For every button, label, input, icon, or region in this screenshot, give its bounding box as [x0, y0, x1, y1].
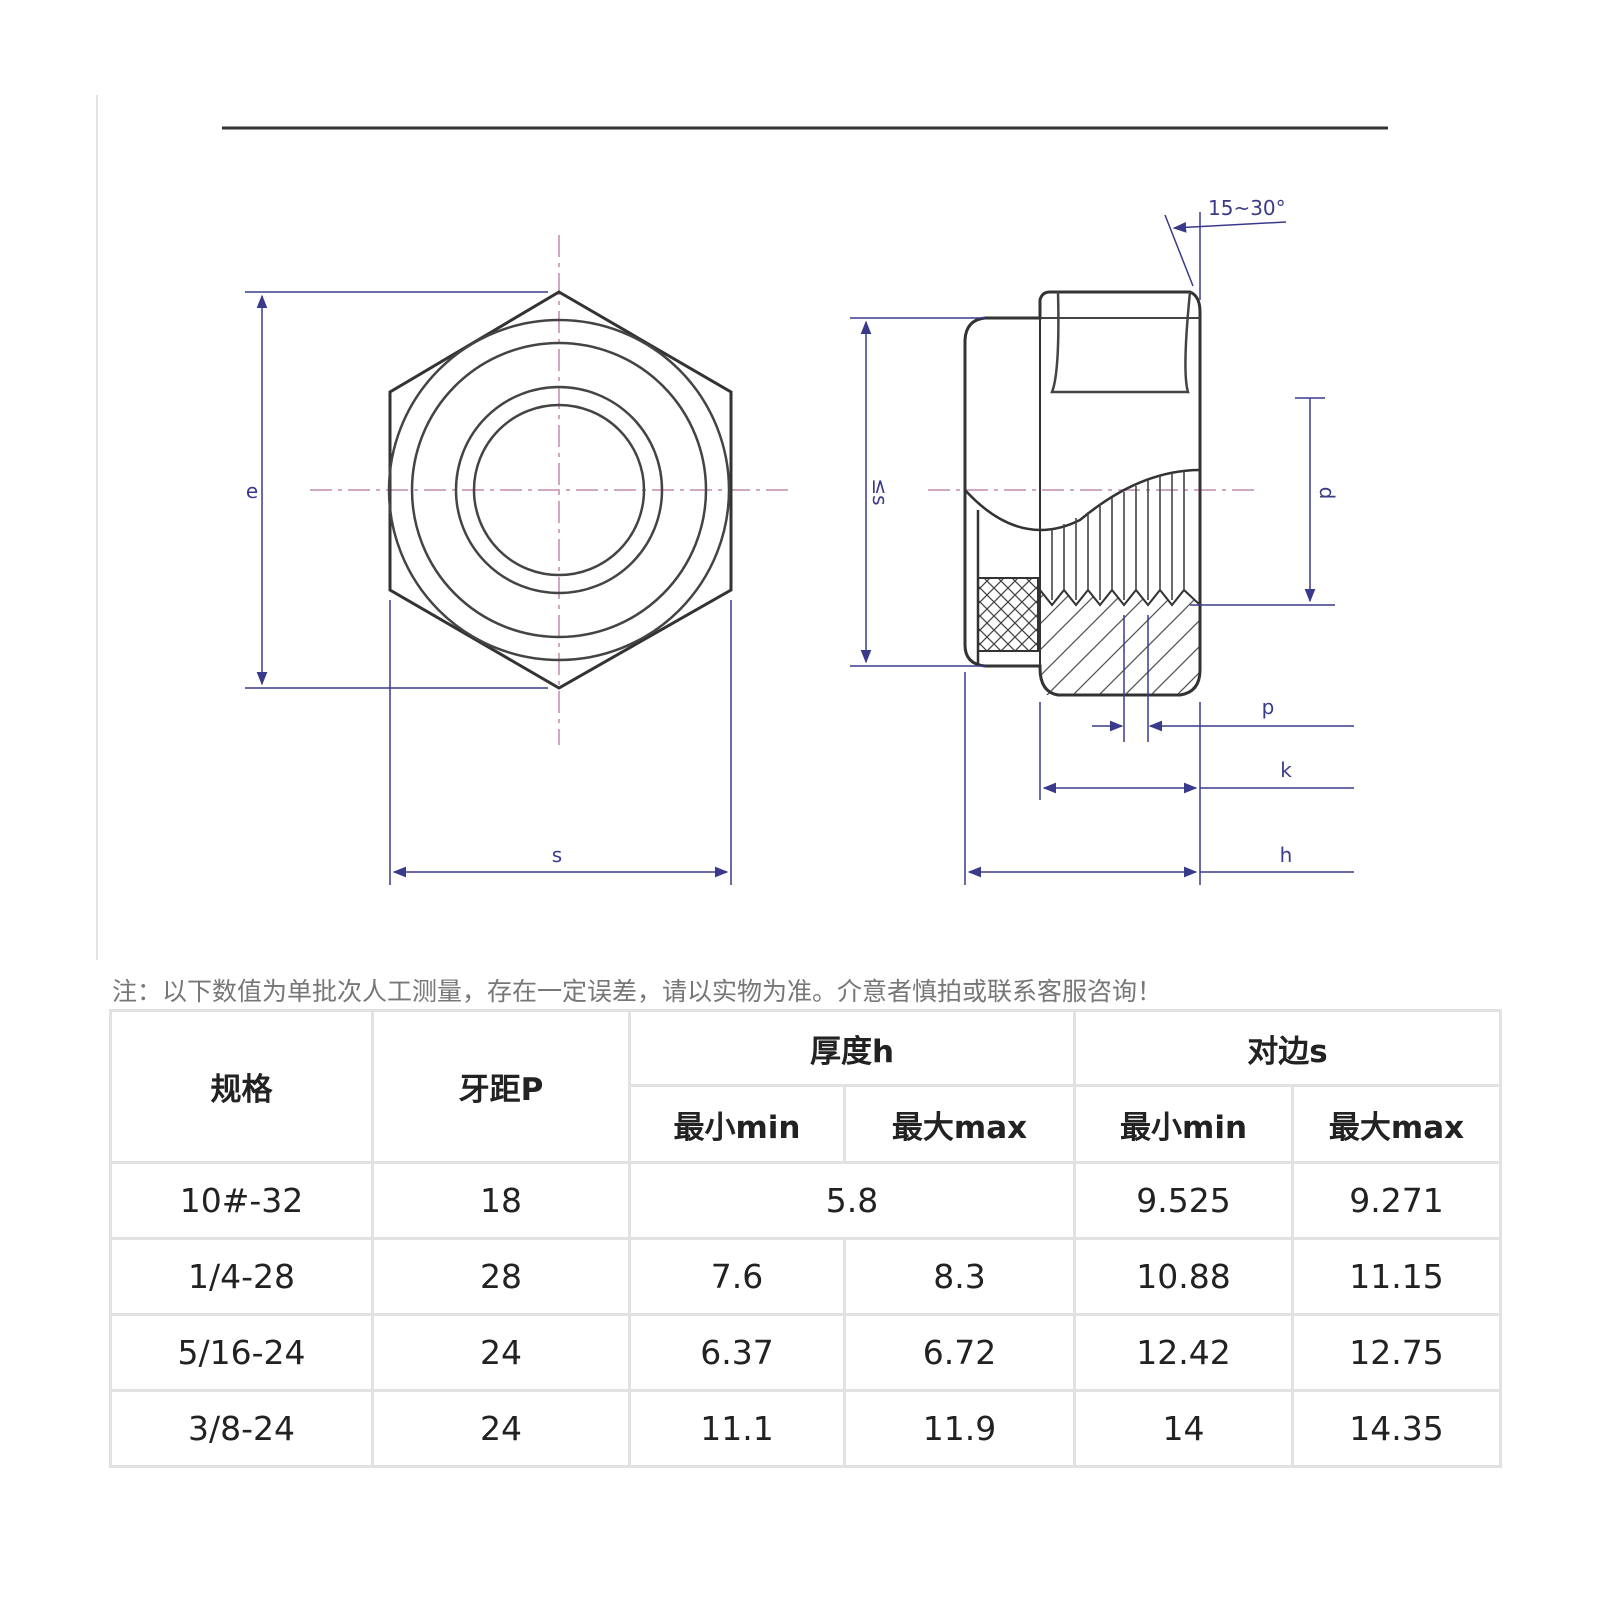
- cell-h-min: 7.6: [628, 1237, 846, 1316]
- cell-s-min: 9.525: [1073, 1161, 1295, 1240]
- table-header-row: 规格 牙距P 厚度h 对边s: [109, 1009, 1503, 1164]
- k-label: k: [1280, 758, 1292, 782]
- cell-h-max: 6.72: [842, 1313, 1077, 1392]
- angle-ref-slant: [1164, 214, 1194, 287]
- cell-h-min: 6.37: [628, 1313, 846, 1392]
- thread-lines: [1051, 471, 1185, 600]
- hex-flat-curve: [1050, 291, 1192, 394]
- cell-s-max: 11.15: [1291, 1237, 1503, 1316]
- washer-face-circle: [410, 341, 708, 639]
- cell-pitch: 24: [371, 1313, 631, 1392]
- front-view: e s: [245, 235, 790, 885]
- header-thickness: 厚度h: [627, 1009, 1077, 1087]
- cell-s-max: 9.271: [1291, 1161, 1503, 1240]
- angle-label: 15~30°: [1208, 196, 1286, 220]
- table-row: 3/8-24 24 11.1 11.9 14 14.35: [109, 1389, 1503, 1468]
- header-across-flats: 对边s: [1073, 1009, 1503, 1087]
- hex-outline: [388, 290, 733, 690]
- cell-s-min: 10.88: [1073, 1237, 1295, 1316]
- header-s-min: 最小min: [1073, 1084, 1295, 1164]
- thread-minor-circle: [472, 403, 646, 577]
- d-label: d: [1315, 487, 1339, 500]
- chamfer-circle: [387, 318, 731, 662]
- cell-spec: 10#-32: [109, 1161, 374, 1240]
- table-row: 1/4-28 28 7.6 8.3 10.88 11.15: [109, 1237, 1503, 1316]
- spec-table: 规格 牙距P 厚度h 对边s 最小min 最大max 最小min 最大max 1…: [109, 1009, 1503, 1468]
- header-spec: 规格: [109, 1009, 374, 1164]
- technical-drawing: e s: [96, 95, 1388, 960]
- cell-s-min: 12.42: [1073, 1313, 1295, 1392]
- cell-spec: 1/4-28: [109, 1237, 374, 1316]
- table-subheader-row: 最小min 最大max 最小min 最大max: [111, 1084, 1503, 1164]
- cell-pitch: 18: [371, 1161, 631, 1240]
- header-pitch: 牙距P: [371, 1009, 631, 1164]
- s-label: s: [552, 843, 562, 867]
- break-curve: [964, 468, 1201, 532]
- header-h-min: 最小min: [628, 1084, 846, 1164]
- cell-s-min: 14: [1073, 1389, 1295, 1468]
- cell-h-min: 11.1: [628, 1389, 846, 1468]
- table-row: 10#-32 18 5.8 9.525 9.271: [109, 1161, 1503, 1240]
- side-view: ≤s d 15~30° p k h: [850, 196, 1354, 885]
- cell-h-max: 11.9: [842, 1389, 1077, 1468]
- cell-s-max: 14.35: [1291, 1389, 1503, 1468]
- thread-profile: [1039, 588, 1201, 607]
- disclaimer-note: 注：以下数值为单批次人工测量，存在一定误差，请以实物为准。介意者慎拍或联系客服咨…: [112, 977, 1163, 1006]
- cell-h-max: 8.3: [842, 1237, 1077, 1316]
- header-s-max: 最大max: [1291, 1084, 1503, 1164]
- cell-h: 5.8: [627, 1161, 1077, 1240]
- nylon-insert: [977, 577, 1039, 652]
- e-label: e: [246, 479, 258, 503]
- table-row: 5/16-24 24 6.37 6.72 12.42 12.75: [109, 1313, 1503, 1392]
- cell-spec: 3/8-24: [109, 1389, 374, 1468]
- cell-pitch: 24: [371, 1389, 631, 1468]
- h-label: h: [1280, 843, 1293, 867]
- p-label: p: [1262, 695, 1275, 719]
- thread-major-circle: [454, 385, 664, 595]
- cell-spec: 5/16-24: [109, 1313, 374, 1392]
- angle-leader: [1172, 221, 1287, 233]
- header-h-max: 最大max: [842, 1084, 1077, 1164]
- cell-pitch: 28: [371, 1237, 631, 1316]
- s-max-label: ≤s: [868, 478, 892, 505]
- cell-s-max: 12.75: [1291, 1313, 1503, 1392]
